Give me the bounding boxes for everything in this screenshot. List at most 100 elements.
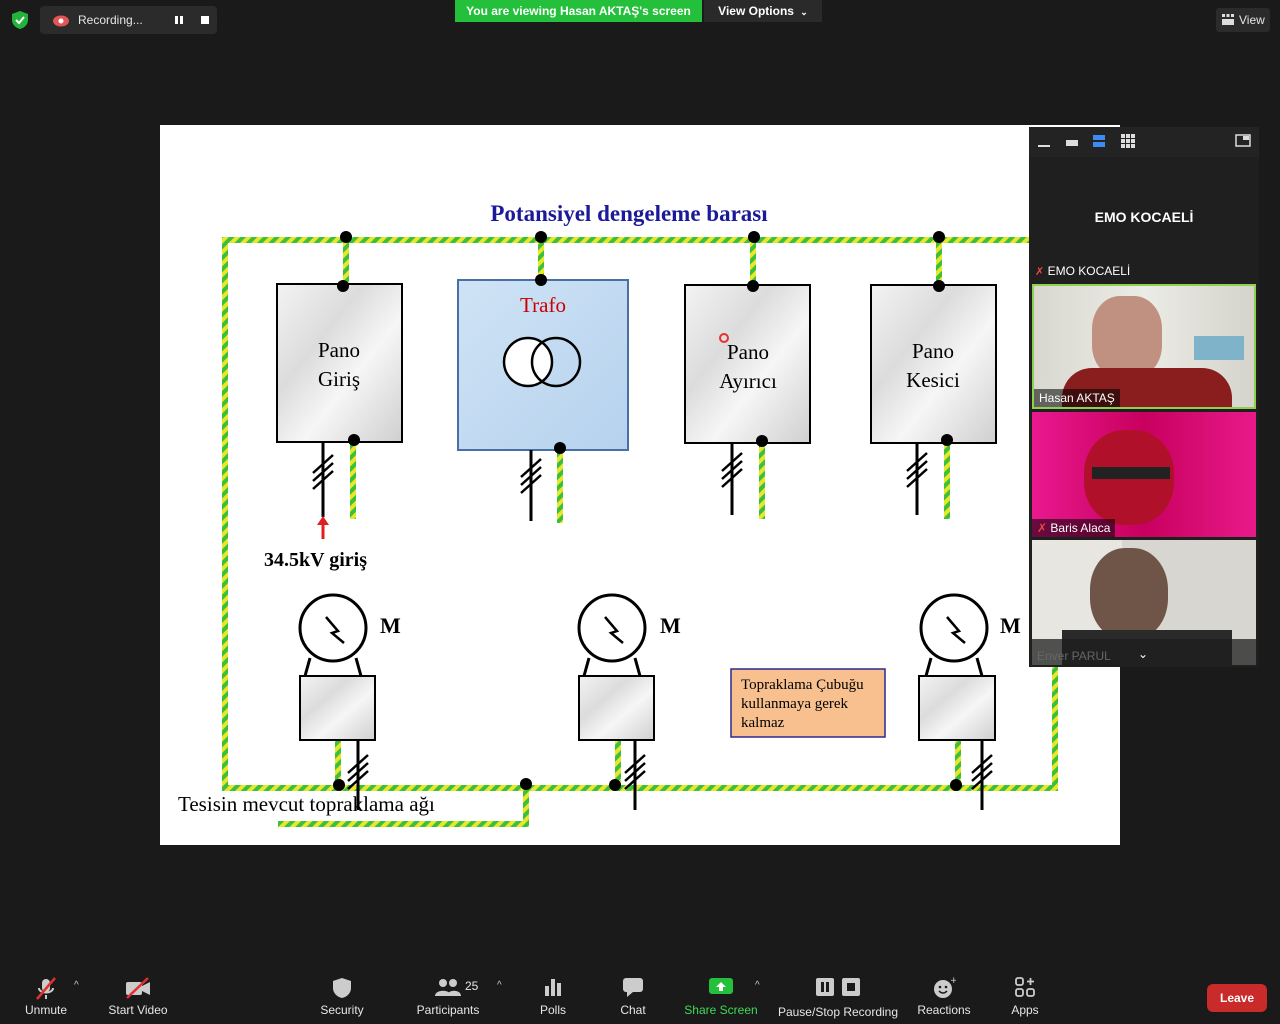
polls-button[interactable]: Polls	[528, 972, 578, 1022]
active-speaker-view-icon[interactable]	[1065, 135, 1079, 149]
trafo-label: Trafo	[520, 293, 566, 317]
box-3-line-1: Pano	[727, 340, 769, 364]
pano-giris-box	[276, 283, 403, 443]
chat-bubble-icon	[623, 978, 643, 997]
participant-face	[1092, 296, 1162, 378]
strip-view-icon[interactable]	[1092, 133, 1106, 149]
pause-recording-icon[interactable]	[174, 15, 184, 25]
participant-face	[1090, 548, 1168, 640]
muted-mic-icon: ✗	[1037, 521, 1048, 535]
gallery-grid-icon[interactable]	[1120, 133, 1136, 149]
apps-label: Apps	[1011, 1003, 1039, 1017]
motor-1-label: M	[380, 613, 401, 638]
reactions-label: Reactions	[917, 1003, 971, 1017]
reactions-button[interactable]: + Reactions	[914, 972, 974, 1022]
svg-text:+: +	[950, 976, 956, 986]
note-line-3: kalmaz	[741, 715, 785, 731]
video-tile-1[interactable]: Hasan AKTAŞ	[1032, 284, 1256, 409]
transformer-symbol	[502, 336, 582, 388]
host-caption-text: EMO KOCAELİ	[1047, 264, 1131, 278]
participants-video-panel: EMO KOCAELİ ✗ EMO KOCAELİ Hasan AKTAŞ ✗ …	[1029, 127, 1259, 667]
box-4-line-1: Pano	[912, 339, 954, 363]
polls-bar-chart-icon	[545, 979, 561, 996]
start-video-button[interactable]: Start Video	[104, 972, 172, 1022]
participant-name: Hasan AKTAŞ	[1034, 389, 1120, 407]
box-3-line-2: Ayırıcı	[719, 369, 777, 393]
view-options-label: View Options	[718, 4, 794, 18]
share-screen-label: Share Screen	[684, 1003, 758, 1017]
participants-label: Participants	[416, 1003, 480, 1017]
shared-screen-slide: Potansiyel dengeleme barası Pano Giriş T…	[160, 125, 1120, 845]
recording-label: Recording...	[78, 13, 143, 27]
chat-button[interactable]: Chat	[608, 972, 658, 1022]
security-shield-icon[interactable]	[10, 10, 30, 30]
apps-icon	[1015, 977, 1035, 997]
glasses	[1092, 467, 1170, 479]
exit-panel-icon[interactable]	[1235, 134, 1251, 148]
cloud-recording-icon	[53, 15, 69, 27]
apps-button[interactable]: Apps	[1000, 972, 1050, 1022]
stop-recording-icon[interactable]	[200, 15, 210, 25]
grid-view-icon	[1222, 14, 1234, 25]
view-options-button[interactable]: View Options ⌄	[704, 0, 822, 22]
input-arrow	[317, 516, 329, 539]
scroll-down-chevron-icon[interactable]: ⌄	[1138, 647, 1149, 661]
leave-button[interactable]: Leave	[1207, 984, 1267, 1012]
note-line-2: kullanmaya gerek	[741, 696, 849, 712]
recording-indicator[interactable]: Recording...	[40, 6, 217, 34]
share-screen-arrow-icon	[709, 978, 733, 994]
minimize-icon[interactable]	[1037, 135, 1051, 149]
tile-scroll-overlay	[1032, 639, 1256, 665]
laser-pointer	[719, 333, 729, 343]
motor-3	[918, 593, 996, 741]
panel-view-controls	[1029, 127, 1259, 157]
participants-people-icon	[435, 979, 461, 996]
participants-count: 25	[465, 979, 479, 993]
pano-ayirici-box	[684, 284, 811, 444]
chevron-down-icon: ⌄	[800, 7, 808, 17]
share-options-caret-icon[interactable]: ^	[755, 980, 760, 991]
pause-stop-recording-button[interactable]: Pause/Stop Recording	[776, 972, 900, 1022]
motor-1	[298, 593, 376, 741]
participants-button[interactable]: Participants	[412, 972, 484, 1022]
note-line-1: Topraklama Çubuğu	[741, 677, 864, 693]
pano-kesici-box	[870, 284, 997, 444]
video-tile-2[interactable]: ✗ Baris Alaca	[1032, 412, 1256, 537]
muted-microphone-icon	[36, 977, 56, 1000]
video-tile-3[interactable]: Enver PARUL ⌄	[1032, 540, 1256, 665]
viewing-banner: You are viewing Hasan AKTAŞ's screen	[455, 0, 702, 22]
reactions-smiley-icon: +	[934, 976, 956, 998]
security-label: Security	[320, 1003, 364, 1017]
motor-2-label: M	[660, 613, 681, 638]
box-1-line-1: Pano	[318, 338, 360, 362]
box-4-line-2: Kesici	[906, 368, 960, 392]
start-video-label: Start Video	[108, 1003, 168, 1017]
polls-label: Polls	[539, 1003, 566, 1017]
unmute-button[interactable]: Unmute	[14, 972, 78, 1022]
participants-options-caret-icon[interactable]: ^	[497, 980, 502, 991]
security-button[interactable]: Security	[312, 972, 372, 1022]
phase-cables	[321, 442, 984, 810]
meeting-host-name: EMO KOCAELİ	[1094, 209, 1194, 225]
audio-options-caret-icon[interactable]: ^	[74, 980, 79, 991]
grounding-diagram: Potansiyel dengeleme barası Pano Giriş T…	[178, 201, 1058, 827]
slide-title: Potansiyel dengeleme barası	[490, 201, 768, 226]
motor-3-label: M	[1000, 613, 1021, 638]
wall-picture	[1194, 336, 1244, 360]
pause-stop-icons	[816, 978, 860, 996]
share-screen-button[interactable]: Share Screen	[684, 972, 758, 1022]
participant-name-row: ✗ Baris Alaca	[1032, 519, 1116, 537]
input-label: 34.5kV giriş	[264, 549, 367, 571]
three-phase-ticks	[312, 452, 993, 790]
motor-2	[577, 593, 655, 741]
note-box	[730, 668, 886, 738]
view-label: View	[1239, 13, 1265, 27]
participant-name: Enver PARUL	[1037, 649, 1111, 663]
ground-network-label: Tesisin mevcut topraklama ağı	[178, 792, 435, 816]
video-off-camera-icon	[126, 977, 150, 999]
muted-mic-icon: ✗	[1035, 266, 1045, 278]
view-button[interactable]: View	[1216, 8, 1270, 32]
chat-label: Chat	[620, 1003, 646, 1017]
box-1-line-2: Giriş	[318, 367, 360, 391]
junction-dots	[333, 231, 962, 791]
